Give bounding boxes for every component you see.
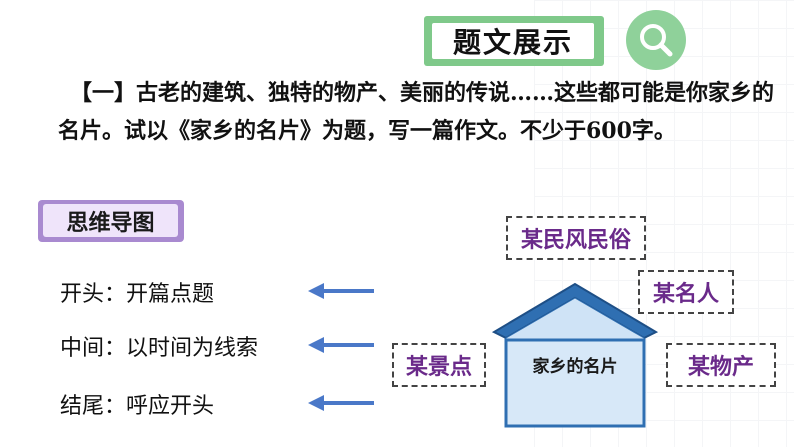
row-middle: 中间：以时间为线索 bbox=[60, 336, 259, 361]
essay-prompt: 【一】古老的建筑、独特的物产、美丽的传说……这些都可能是你家乡的名片。试以《家乡… bbox=[58, 80, 775, 144]
arrow-left-icon bbox=[308, 283, 374, 299]
mindmap-badge: 思维导图 bbox=[38, 200, 184, 242]
house-label: 家乡的名片 bbox=[532, 357, 618, 377]
box-celebrity: 某名人 bbox=[638, 270, 734, 314]
arrow-left-icon bbox=[308, 395, 374, 411]
row-ending: 结尾：呼应开头 bbox=[60, 394, 215, 419]
title-banner: 题文展示 bbox=[424, 16, 604, 66]
box-product: 某物产 bbox=[666, 343, 776, 387]
row-opening: 开头：开篇点题 bbox=[60, 282, 215, 307]
mindmap-badge-label: 思维导图 bbox=[43, 204, 178, 237]
box-customs: 某民风民俗 bbox=[506, 216, 646, 260]
arrow-left-icon bbox=[308, 337, 374, 353]
box-scenery: 某景点 bbox=[392, 343, 486, 387]
page-title: 题文展示 bbox=[432, 23, 594, 59]
magnifier-icon bbox=[626, 10, 686, 70]
house-diagram: 家乡的名片 bbox=[490, 280, 660, 430]
